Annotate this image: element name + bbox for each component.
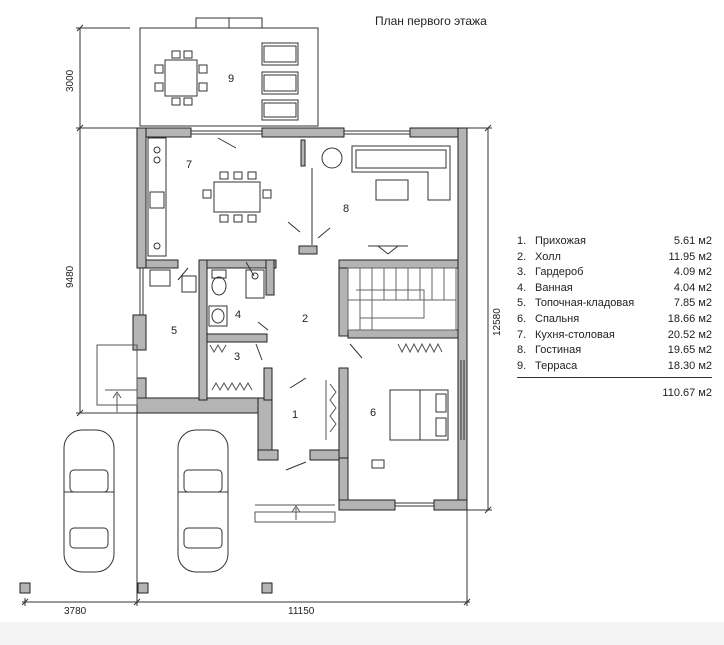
dim-house-right: 12580	[492, 308, 503, 336]
dining-table-icon	[202, 171, 272, 223]
shower-icon	[245, 269, 265, 299]
legend-area: 18.66 м2	[667, 312, 712, 325]
legend-name: Топочная-кладовая	[535, 297, 635, 310]
plan-title: План первого этажа	[375, 14, 487, 28]
room-label-3: 3	[234, 351, 240, 363]
terrace	[139, 17, 319, 127]
openings	[139, 130, 465, 507]
legend-area: 11.95 м2	[668, 250, 712, 263]
legend-name: Холл	[535, 250, 561, 263]
sink-icon	[208, 305, 228, 327]
legend-area: 4.09 м2	[673, 266, 712, 279]
total-divider	[517, 377, 712, 378]
dim-terrace: 3000	[65, 69, 76, 92]
legend-row: 5. Топочная-кладовая 7.85 м2	[517, 296, 712, 312]
legend-area: 20.52 м2	[667, 328, 712, 341]
legend-row: 3. Гардероб 4.09 м2	[517, 265, 712, 281]
legend-num: 8.	[517, 344, 527, 357]
room-label-4: 4	[235, 309, 241, 321]
bed-icon	[371, 389, 449, 469]
legend-name: Кухня-столовая	[535, 328, 615, 341]
legend-area: 4.04 м2	[673, 281, 712, 294]
legend-num: 2.	[517, 250, 527, 263]
dimension-lines	[21, 24, 492, 606]
room-label-9: 9	[228, 73, 234, 85]
room-label-6: 6	[370, 407, 376, 419]
legend-row: 2. Холл 11.95 м2	[517, 250, 712, 266]
legend-row: 8. Гостиная 19.65 м2	[517, 343, 712, 359]
car-icon	[177, 429, 229, 573]
legend-row: 6. Спальня 18.66 м2	[517, 312, 712, 328]
legend-row: 9. Терраса 18.30 м2	[517, 359, 712, 375]
legend-name: Терраса	[535, 359, 578, 372]
room-label-7: 7	[186, 159, 192, 171]
room-legend: 1. Прихожая 5.61 м2 2. Холл 11.95 м2 3. Гардеро…	[517, 234, 712, 374]
legend-name: Ванная	[535, 281, 573, 294]
legend-num: 7.	[517, 328, 527, 341]
legend-name: Гостиная	[535, 344, 582, 357]
sun-lounger-icon	[261, 42, 299, 121]
car-icon	[63, 429, 115, 573]
porch	[96, 344, 336, 523]
legend-row: 7. Кухня-столовая 20.52 м2	[517, 328, 712, 344]
dim-bottom-right: 11150	[288, 606, 315, 617]
total-area: 110.67 м2	[662, 387, 712, 399]
legend-num: 5.	[517, 297, 527, 310]
legend-num: 6.	[517, 312, 527, 325]
room-label-8: 8	[343, 203, 349, 215]
room-label-2: 2	[302, 313, 308, 325]
footer-band	[0, 622, 724, 645]
legend-area: 7.85 м2	[673, 297, 712, 310]
boiler-icon	[149, 269, 197, 293]
interior-walls	[132, 139, 459, 459]
legend-name: Прихожая	[535, 235, 586, 247]
legend-num: 3.	[517, 266, 527, 279]
legend-area: 5.61 м2	[673, 235, 712, 247]
dim-bottom-left: 3780	[64, 606, 87, 617]
dining-table-icon	[154, 50, 208, 106]
legend-name: Спальня	[535, 312, 580, 325]
toilet-icon	[211, 269, 227, 296]
room-label-1: 1	[292, 409, 298, 421]
post-icon	[19, 582, 273, 594]
legend-num: 1.	[517, 235, 527, 247]
legend-area: 18.30 м2	[667, 359, 712, 372]
room-label-5: 5	[171, 325, 177, 337]
sofa-icon	[321, 145, 451, 255]
staircase-icon	[347, 267, 457, 331]
legend-num: 4.	[517, 281, 527, 294]
legend-name: Гардероб	[535, 266, 584, 279]
legend-row: 4. Ванная 4.04 м2	[517, 281, 712, 297]
dim-house-left: 9480	[65, 265, 76, 288]
stove-icon	[147, 137, 167, 257]
wardrobe-icon	[209, 342, 443, 440]
legend-row: 1. Прихожая 5.61 м2	[517, 234, 712, 250]
legend-num: 9.	[517, 359, 527, 372]
legend-area: 19.65 м2	[667, 344, 712, 357]
